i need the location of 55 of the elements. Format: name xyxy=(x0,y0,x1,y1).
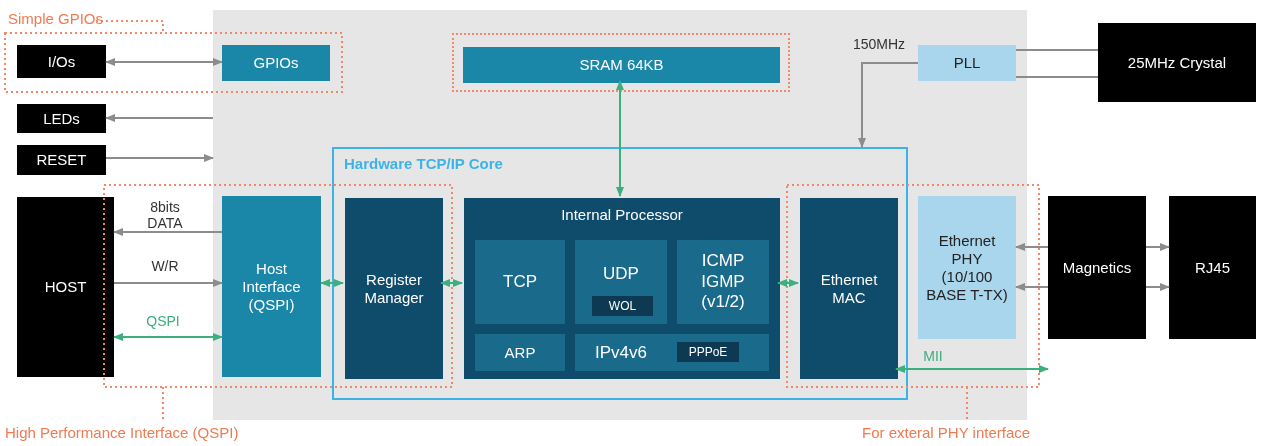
tag-box: WOL xyxy=(592,296,653,316)
module-box: GPIOs xyxy=(222,45,330,81)
edge-label: QSPI xyxy=(145,313,181,330)
arrow xyxy=(320,279,344,287)
group-title: For exteral PHY interface xyxy=(862,424,1031,441)
module-box: PLL xyxy=(918,45,1016,81)
tag-box: PPPoE xyxy=(677,342,739,362)
arrow xyxy=(105,58,223,66)
arrow xyxy=(1015,243,1049,251)
arrow xyxy=(616,80,624,197)
arrow xyxy=(440,279,463,287)
block-title: Hardware TCP/IP Core xyxy=(344,155,503,172)
edge-label: MII xyxy=(922,348,944,365)
core-frame xyxy=(332,147,908,400)
group-title: High Performance Interface (QSPI) xyxy=(5,424,239,441)
arrow xyxy=(113,228,223,236)
protocol-box xyxy=(575,334,769,371)
external-device-box: LEDs xyxy=(17,104,106,133)
dotted-frame xyxy=(452,33,790,92)
module-box: Ethernet PHY (10/100 BASE T-TX) xyxy=(918,196,1016,339)
edge-label: 150MHz xyxy=(851,36,907,53)
external-device-box: I/Os xyxy=(17,45,106,78)
edge-label: W/R xyxy=(150,258,180,275)
arrow xyxy=(105,154,214,162)
block-title: IPv4v6 xyxy=(595,343,647,363)
block-title: Internal Processor xyxy=(560,206,684,223)
arrow xyxy=(895,365,1049,373)
arrow xyxy=(858,62,919,148)
arrow xyxy=(777,279,799,287)
protocol-box: ICMP IGMP (v1/2) xyxy=(677,240,769,324)
module-box xyxy=(464,198,780,379)
protocol-box xyxy=(575,240,667,324)
external-device-box: HOST xyxy=(17,197,114,377)
arrow xyxy=(1145,243,1170,251)
arrow xyxy=(1145,283,1170,291)
module-box: SRAM 64KB xyxy=(463,47,780,83)
chip-background xyxy=(213,10,1027,420)
arrow xyxy=(113,333,223,341)
external-device-box: RESET xyxy=(17,145,106,175)
external-device-box: 25MHz Crystal xyxy=(1098,23,1256,102)
edge-label: 8bits DATA xyxy=(146,199,184,232)
module-box: Ethernet MAC xyxy=(800,198,898,379)
connector-line xyxy=(1015,49,1099,51)
arrow xyxy=(113,279,223,287)
arrow xyxy=(1015,283,1049,291)
group-title: Simple GPIOs xyxy=(8,10,104,27)
protocol-box: ARP xyxy=(475,334,565,371)
block-title: UDP xyxy=(602,264,640,284)
module-box: Host Interface (QSPI) xyxy=(222,196,321,377)
external-device-box: RJ45 xyxy=(1169,196,1256,339)
arrow xyxy=(105,114,214,122)
module-box: Register Manager xyxy=(345,198,443,379)
connector-line xyxy=(1015,76,1099,78)
external-device-box: Magnetics xyxy=(1048,196,1146,339)
protocol-box: TCP xyxy=(475,240,565,324)
